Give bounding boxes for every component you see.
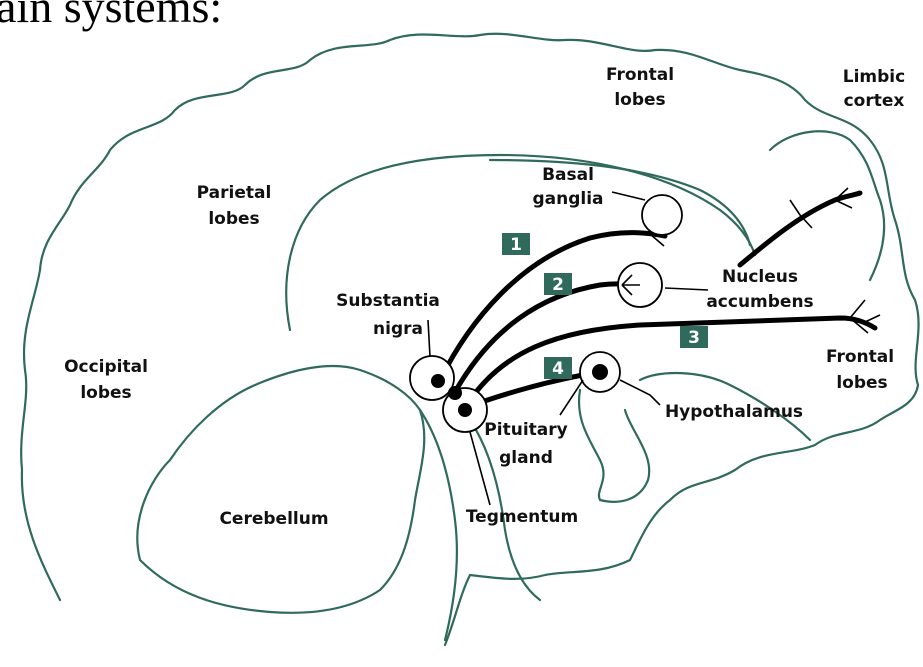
svg-text:2: 2	[552, 275, 564, 295]
tegmentum-leader	[470, 432, 490, 505]
pathway-3	[465, 318, 875, 408]
label-frontal-lobes-right-2: lobes	[836, 373, 887, 393]
label-basal-ganglia-2: ganglia	[532, 189, 603, 209]
svg-text:4: 4	[552, 359, 564, 379]
label-tegmentum: Tegmentum	[466, 507, 578, 527]
label-substantia-nigra-2: nigra	[373, 319, 423, 339]
pathway-badge-3: 3	[680, 326, 708, 348]
brain-outline	[21, 34, 918, 645]
slide-title: ain systems:	[0, 0, 222, 32]
label-nucleus-accumbens-2: accumbens	[706, 292, 813, 312]
pituitary-outline	[579, 390, 649, 502]
basal-ganglia-nucleus	[642, 195, 682, 235]
vta-dot-b	[458, 403, 472, 417]
label-frontal-lobes-top-1: Frontal	[606, 65, 674, 85]
substantia-leader	[428, 320, 430, 357]
svg-text:3: 3	[688, 328, 700, 348]
pathway-badge-1: 1	[502, 233, 530, 255]
hypothalamus-leader	[620, 380, 660, 405]
label-basal-ganglia-1: Basal	[542, 165, 594, 185]
accumbens-leader	[665, 288, 708, 290]
label-occipital-lobes-2: lobes	[80, 383, 131, 403]
cerebellum-outline	[137, 366, 424, 613]
label-frontal-lobes-top-2: lobes	[614, 90, 665, 110]
label-cerebellum: Cerebellum	[219, 509, 328, 529]
substantia-nigra-dot	[431, 374, 445, 388]
basal-ganglia-leader	[612, 192, 645, 200]
label-frontal-lobes-right-1: Frontal	[826, 347, 894, 367]
hypothalamus-dot	[592, 364, 608, 380]
label-occipital-lobes-1: Occipital	[64, 357, 148, 377]
svg-text:1: 1	[510, 235, 522, 255]
label-pituitary-gland-1: Pituitary	[484, 420, 567, 440]
label-limbic-cortex-1: Limbic	[843, 67, 905, 87]
label-nucleus-accumbens-1: Nucleus	[722, 267, 798, 287]
label-hypothalamus: Hypothalamus	[665, 402, 803, 422]
label-limbic-cortex-2: cortex	[844, 91, 905, 111]
label-substantia-nigra-1: Substantia	[336, 291, 440, 311]
pathway-badge-2: 2	[544, 273, 572, 295]
label-pituitary-gland-2: gland	[499, 448, 553, 468]
pathway-badge-4: 4	[544, 357, 572, 379]
label-parietal-lobes-2: lobes	[208, 209, 259, 229]
label-parietal-lobes-1: Parietal	[197, 183, 272, 203]
vta-dot-a	[448, 386, 462, 400]
